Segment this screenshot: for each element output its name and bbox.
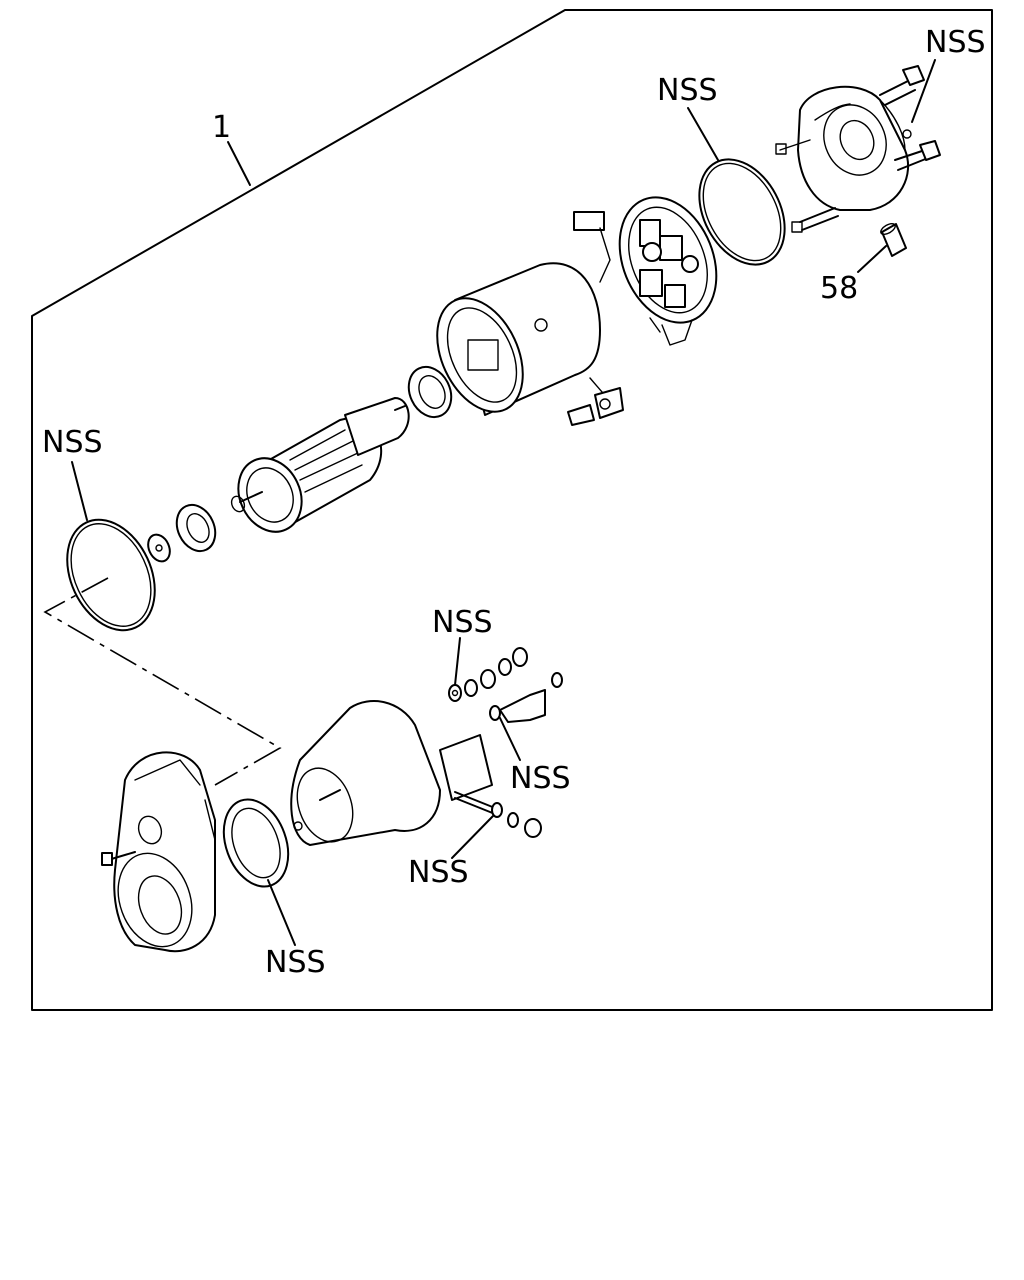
callout-nss-end-cover-oring: NSS [657, 73, 718, 108]
leader-nss-top-right [911, 59, 936, 123]
solenoid-housing [290, 700, 496, 846]
callout-nss-terminal-washer: NSS [432, 605, 493, 640]
leader-nss-terminal-washer [454, 637, 461, 686]
callout-nss-bracket-washer: NSS [510, 761, 571, 796]
leader-nss-end-cover-oring [687, 107, 719, 161]
callout-part-58: 58 [820, 271, 858, 306]
part-58-plug [880, 223, 907, 257]
front-seal-ring [222, 798, 290, 888]
left-o-ring [66, 518, 156, 632]
callout-nss-top-right: NSS [925, 25, 986, 60]
leader-nss-stud-washer [451, 815, 494, 859]
callout-assembly: 1 [212, 110, 231, 145]
terminal-nuts [464, 647, 563, 697]
leader-nss-left-oring [71, 461, 88, 521]
leader-assembly [227, 141, 251, 186]
callout-nss-front-seal: NSS [265, 945, 326, 980]
callout-nss-left-oring: NSS [42, 425, 103, 460]
yoke-bearing [407, 365, 453, 419]
leader-part-58 [857, 245, 887, 273]
rear-end-cover [775, 65, 941, 233]
yoke-field-frame [436, 262, 624, 426]
assembly-centerline [43, 577, 282, 786]
washer [147, 533, 171, 563]
end-cover-o-ring [698, 158, 786, 266]
front-housing [101, 751, 216, 953]
front-bearing [175, 503, 217, 553]
callout-nss-stud-washer: NSS [408, 855, 469, 890]
armature [230, 397, 410, 533]
leader-nss-bracket-washer [499, 717, 521, 761]
stud-hardware [491, 802, 542, 838]
terminal-washer [448, 684, 462, 702]
assembly-frame [31, 9, 993, 1011]
leader-nss-front-seal [267, 879, 296, 946]
brush-holder [573, 196, 718, 346]
terminal-bracket [489, 689, 546, 723]
